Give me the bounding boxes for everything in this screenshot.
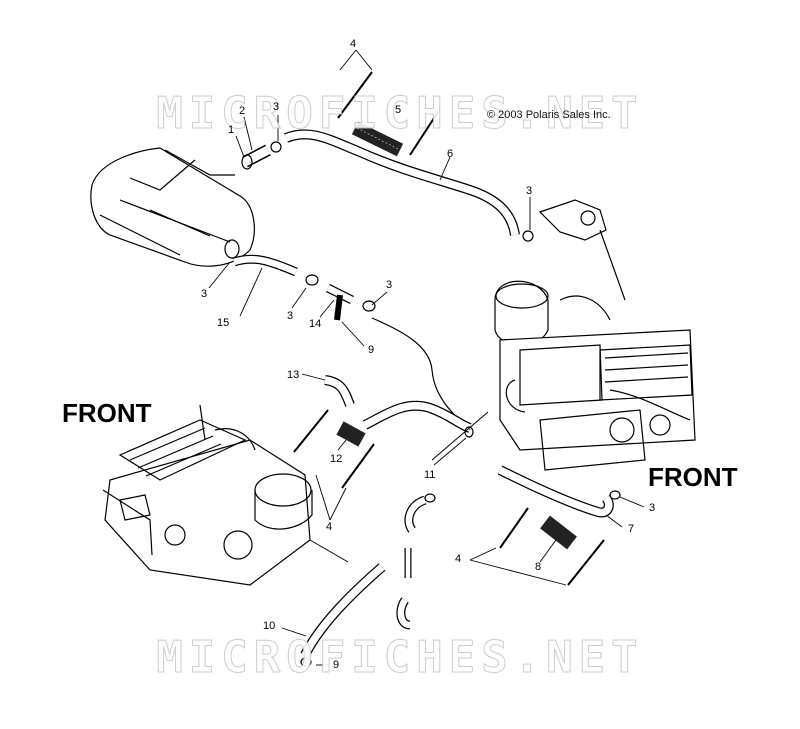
callout-3: 3 bbox=[649, 502, 656, 514]
callout-9: 9 bbox=[333, 659, 340, 671]
callout-4: 4 bbox=[326, 521, 333, 533]
callout-12: 12 bbox=[330, 453, 343, 465]
callout-3: 3 bbox=[287, 310, 294, 322]
callout-3: 3 bbox=[386, 279, 393, 291]
callout-3: 3 bbox=[201, 288, 208, 300]
tee-fitting-14 bbox=[325, 283, 355, 321]
sleeve-5 bbox=[351, 121, 404, 157]
copyright-text: © 2003 Polaris Sales Inc. bbox=[487, 109, 611, 121]
callout-5: 5 bbox=[395, 104, 402, 116]
watermark-bottom: MICROFICHES.NET bbox=[156, 632, 644, 684]
sleeve-8 bbox=[540, 515, 577, 550]
callout-2: 2 bbox=[239, 105, 246, 117]
engine-left bbox=[102, 404, 313, 586]
thermostat-housing bbox=[538, 199, 626, 301]
front-label-left: FRONT bbox=[62, 398, 152, 428]
engine-cover-housing bbox=[90, 147, 255, 267]
callout-3: 3 bbox=[526, 185, 533, 197]
callout-14: 14 bbox=[309, 318, 322, 330]
front-label-right: FRONT bbox=[648, 462, 738, 492]
callout-15: 15 bbox=[217, 317, 230, 329]
watermark-top: MICROFICHES.NET bbox=[156, 88, 644, 140]
callout-6: 6 bbox=[447, 148, 454, 160]
callout-11: 11 bbox=[424, 469, 436, 481]
fitting-1 bbox=[241, 144, 271, 170]
callout-13: 13 bbox=[287, 369, 300, 381]
clamp-part bbox=[305, 274, 319, 286]
callout-1: 1 bbox=[228, 124, 235, 136]
callout-10: 10 bbox=[263, 620, 276, 632]
callout-9: 9 bbox=[368, 344, 375, 356]
hose-6 bbox=[284, 129, 520, 236]
engine-right bbox=[494, 280, 696, 471]
callout-8: 8 bbox=[535, 561, 542, 573]
callout-4: 4 bbox=[455, 553, 462, 565]
callout-4: 4 bbox=[350, 38, 357, 50]
callout-7: 7 bbox=[628, 523, 635, 535]
sleeve-12 bbox=[336, 421, 366, 447]
callout-3: 3 bbox=[273, 101, 280, 113]
